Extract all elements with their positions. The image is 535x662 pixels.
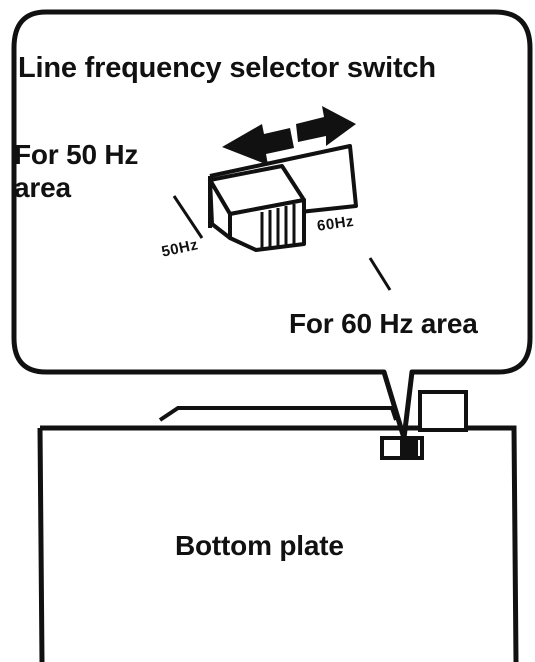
label-60hz-area: For 60 Hz area xyxy=(289,308,478,339)
left-arrow-icon xyxy=(222,124,294,165)
switch-knob xyxy=(208,164,306,252)
callout-title: Line frequency selector switch xyxy=(18,52,436,84)
label-50hz-line1: For 50 Hz xyxy=(14,139,139,170)
bottom-plate-body xyxy=(37,390,519,662)
leader-line-50hz xyxy=(172,195,204,239)
leader-line-60hz xyxy=(368,257,392,291)
switch-on-plate xyxy=(380,436,424,460)
label-50hz-line2: area xyxy=(14,172,71,203)
bottom-plate-label: Bottom plate xyxy=(175,530,344,561)
label-50hz-area: For 50 Hz area xyxy=(14,138,204,204)
right-arrow-icon xyxy=(296,106,356,146)
